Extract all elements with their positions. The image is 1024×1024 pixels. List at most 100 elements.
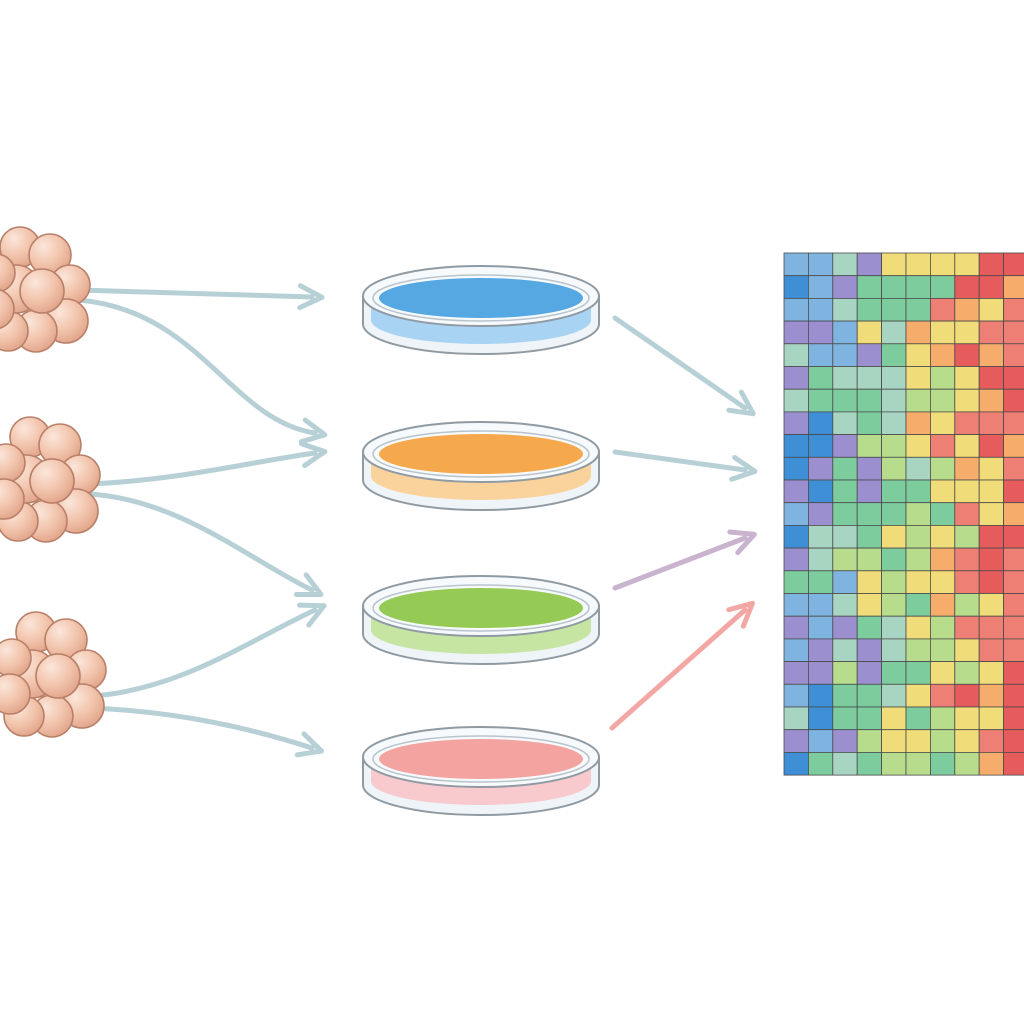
heatmap-cell <box>881 411 907 435</box>
arrow-cluster-3-to-dish-green <box>89 602 327 699</box>
heatmap-cell <box>905 411 931 435</box>
heatmap-cell <box>954 729 980 753</box>
heatmap-cell <box>808 525 834 549</box>
heatmap-cell <box>856 434 883 458</box>
arrow-dish-red-to-heatmap <box>609 600 755 731</box>
heatmap-cell <box>856 343 883 367</box>
heatmap-cell <box>881 729 907 753</box>
cell <box>35 653 81 699</box>
heatmap-cell <box>832 661 858 685</box>
heatmap-cell <box>856 388 883 413</box>
heatmap-cell <box>832 252 858 277</box>
heatmap-cell <box>905 252 931 277</box>
heatmap-cell <box>954 683 980 708</box>
heatmap-cell <box>783 388 809 413</box>
heatmap-cell <box>930 706 956 731</box>
heatmap-cell <box>978 706 1005 731</box>
heatmap-cell <box>856 661 883 685</box>
heatmap-cell <box>808 297 834 322</box>
heatmap-grid <box>783 252 1024 776</box>
heatmap-cell <box>856 706 883 731</box>
heatmap-cell <box>954 752 980 776</box>
heatmap-cell <box>954 366 980 390</box>
medium-surface <box>379 434 583 474</box>
heatmap-cell <box>808 729 834 753</box>
heatmap-cell <box>954 320 980 345</box>
heatmap-cell <box>856 547 883 572</box>
heatmap-cell <box>905 638 931 663</box>
heatmap-cell <box>1003 525 1024 549</box>
heatmap-cell <box>783 434 809 458</box>
heatmap-cell <box>856 502 883 526</box>
arrow-cluster-1-to-dish-orange <box>75 297 328 445</box>
heatmap-cell <box>783 320 809 345</box>
heatmap-cell <box>1003 320 1024 345</box>
heatmap-cell <box>905 547 931 572</box>
heatmap-cell <box>905 502 931 526</box>
heatmap-cell <box>930 547 956 572</box>
heatmap-cell <box>783 502 809 526</box>
heatmap-cell <box>930 752 956 776</box>
heatmap-cell <box>1003 661 1024 685</box>
heatmap-cell <box>954 615 980 640</box>
arrow-shaft <box>612 315 748 411</box>
heatmap-cell <box>783 706 809 731</box>
dish-inner-rim <box>372 430 590 478</box>
dish-inner-rim <box>372 735 590 783</box>
heatmap-cell <box>954 547 980 572</box>
heatmap-cell <box>978 366 1005 390</box>
heatmap-cell <box>930 252 956 277</box>
heatmap-cell <box>783 252 809 277</box>
heatmap-cell <box>905 729 931 753</box>
heatmap-cell <box>856 252 883 277</box>
arrow-head <box>727 529 757 556</box>
heatmap-cell <box>808 456 834 481</box>
heatmap-cell <box>905 593 931 617</box>
heatmap-cell <box>905 343 931 367</box>
heatmap-cell <box>930 434 956 458</box>
heatmap-cell <box>1003 706 1024 731</box>
cell <box>0 478 25 520</box>
heatmap-cell <box>783 593 809 617</box>
heatmap-cell <box>1003 593 1024 617</box>
heatmap-cell <box>954 638 980 663</box>
heatmap-cell <box>954 570 980 594</box>
heatmap-cell <box>905 434 931 458</box>
heatmap-cell <box>881 479 907 504</box>
heatmap-cell <box>881 638 907 663</box>
arrow-cluster-3-to-dish-red <box>89 705 325 758</box>
heatmap-cell <box>1003 752 1024 776</box>
heatmap-cell <box>905 297 931 322</box>
arrow-dish-blue-to-heatmap <box>612 315 756 417</box>
heatmap-cell <box>832 320 858 345</box>
heatmap-cell <box>881 275 907 299</box>
heatmap-cell <box>832 366 858 390</box>
heatmap-cell <box>905 275 931 299</box>
heatmap-cell <box>881 706 907 731</box>
medium-surface <box>379 739 583 779</box>
heatmap-cell <box>954 434 980 458</box>
arrow-shaft <box>75 287 315 300</box>
heatmap-cell <box>978 683 1005 708</box>
heatmap-cell <box>856 729 883 753</box>
heatmap-cell <box>856 411 883 435</box>
heatmap-cell <box>905 570 931 594</box>
heatmap-cell <box>930 729 956 753</box>
heatmap-cell <box>930 593 956 617</box>
heatmap-cell <box>954 343 980 367</box>
heatmap-cell <box>1003 411 1024 435</box>
heatmap-cell <box>856 593 883 617</box>
heatmap-cell <box>783 683 809 708</box>
heatmap-cell <box>832 752 858 776</box>
heatmap-cell <box>1003 252 1024 277</box>
petri-dishes <box>362 265 600 816</box>
heatmap-cell <box>808 638 834 663</box>
heatmap-cell <box>954 525 980 549</box>
medium-surface <box>379 278 583 318</box>
heatmap-cell <box>930 525 956 549</box>
heatmap-cell <box>905 752 931 776</box>
heatmap-cell <box>930 502 956 526</box>
heatmap-cell <box>930 615 956 640</box>
heatmap-cell <box>978 615 1005 640</box>
